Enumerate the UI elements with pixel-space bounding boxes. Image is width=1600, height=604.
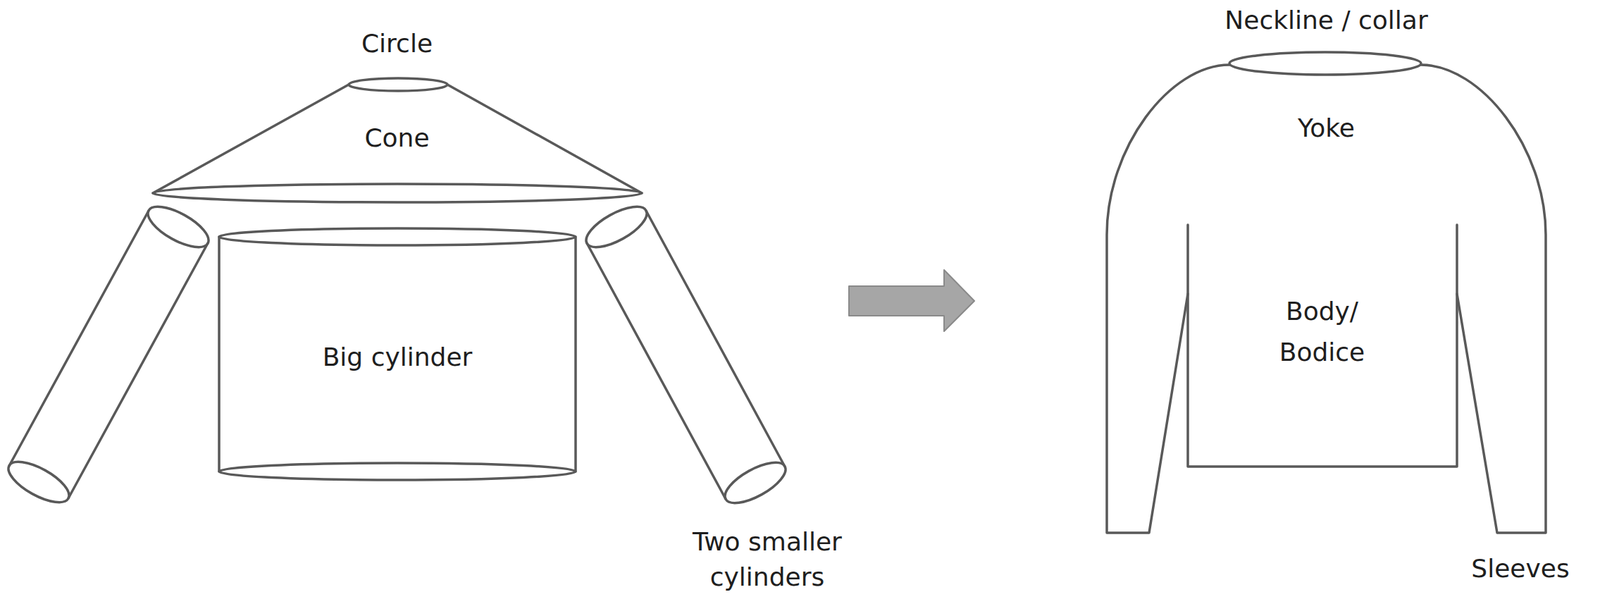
shape-label: Cone: [291, 121, 504, 155]
sweater-node: Neckline / collarYokeBody/ Bodice: [1106, 0, 1546, 557]
cylinder-node: Big cylinder: [219, 228, 576, 480]
shape-label: Circle: [291, 27, 504, 61]
small-cylinder-right: [580, 198, 792, 511]
bodice-node: Body/ Bodice: [1187, 224, 1457, 467]
shape-label: Yoke: [1220, 112, 1433, 146]
cone-shape: [152, 78, 642, 203]
big-cylinder-shape: [219, 228, 576, 480]
part-label: Two smaller cylinders: [661, 524, 873, 596]
small-cylinder-left: [2, 198, 215, 511]
shape-label: Body/ Bodice: [1255, 290, 1390, 372]
sweater-outline: [1106, 52, 1546, 533]
part-label: Sleeves: [1442, 552, 1598, 586]
block-arrow: [848, 269, 975, 332]
cone-node: CircleCone: [152, 21, 642, 198]
shape-label: Big cylinder: [235, 340, 560, 375]
shape-label: Neckline / collar: [1129, 4, 1524, 38]
